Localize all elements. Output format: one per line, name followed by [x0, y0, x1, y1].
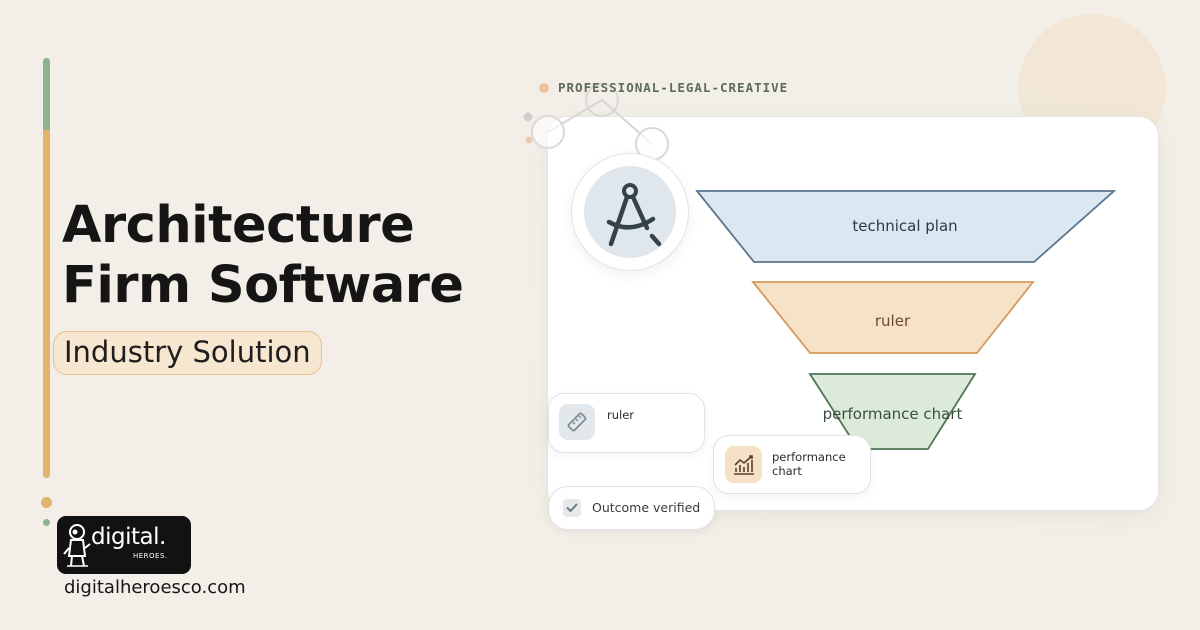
tagline-dot	[539, 83, 549, 93]
title-line-2: Firm Software	[62, 256, 464, 315]
brand-logo[interactable]: digital. HEROES.	[57, 516, 191, 574]
chart-icon-wrap	[725, 446, 762, 483]
ruler-icon	[567, 412, 587, 432]
accent-bar	[43, 58, 50, 478]
funnel-stage-2	[751, 281, 1035, 354]
compass-icon	[606, 183, 662, 247]
funnel-stage-3	[808, 373, 977, 450]
funnel-label-2: ruler	[874, 312, 911, 330]
mascot-icon	[63, 524, 91, 567]
accent-dot-small	[43, 519, 50, 526]
check-icon	[563, 499, 581, 517]
funnel-label-3: performance chart	[822, 405, 963, 423]
logo-wordmark: digital.	[91, 524, 166, 550]
funnel-stage-1	[695, 190, 1117, 263]
accent-dot	[41, 497, 52, 508]
page-title: Architecture Firm Software	[62, 196, 502, 316]
chip-ruler[interactable]: ruler	[548, 393, 705, 453]
title-line-1: Architecture	[62, 196, 415, 255]
chip-performance-label: performance chart	[772, 450, 846, 478]
funnel-label-1: technical plan	[852, 217, 958, 235]
network-icon	[523, 83, 669, 161]
chart-icon	[734, 455, 754, 475]
tagline: PROFESSIONAL-LEGAL-CREATIVE	[558, 80, 789, 95]
chip-outcome-label: Outcome verified	[592, 500, 701, 515]
compass-badge	[571, 153, 689, 271]
logo-subtext: HEROES.	[133, 552, 168, 560]
chip-performance-line-2: chart	[772, 464, 802, 478]
chip-outcome[interactable]: Outcome verified	[548, 486, 715, 530]
subtitle-badge: Industry Solution	[53, 331, 322, 375]
ruler-icon-wrap	[559, 404, 595, 440]
accent-bar-top	[43, 58, 50, 130]
chip-ruler-label: ruler	[607, 408, 635, 422]
chip-performance[interactable]: performance chart	[713, 435, 871, 494]
chip-performance-line-1: performance	[772, 450, 846, 464]
compass-badge-inner	[584, 166, 676, 258]
website-link[interactable]: digitalheroesco.com	[64, 577, 246, 598]
